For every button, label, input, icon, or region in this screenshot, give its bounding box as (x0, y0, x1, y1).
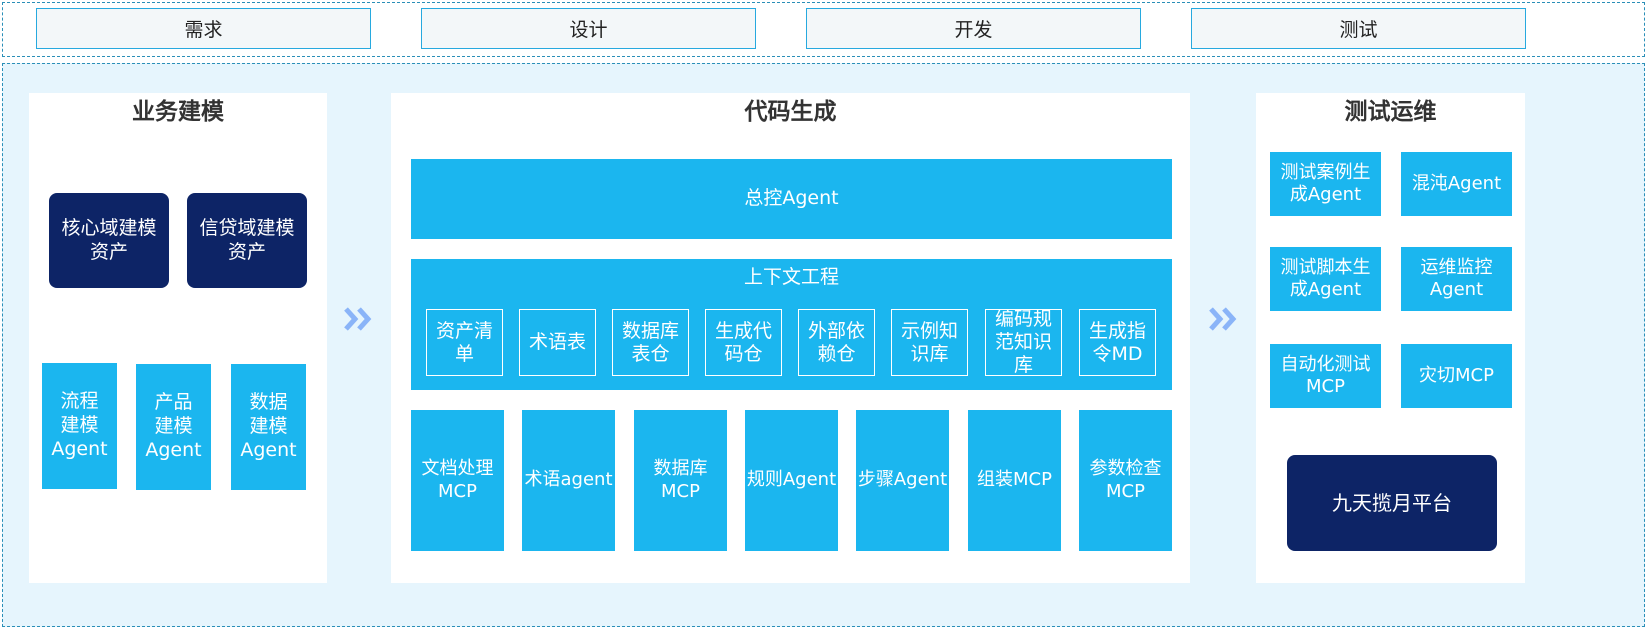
jiutian-platform: 九天揽月平台 (1287, 455, 1497, 551)
test-ops-title: 测试运维 (1344, 99, 1437, 125)
chaos-agent: 混沌Agent (1401, 152, 1512, 216)
test-script-gen-agent: 测试脚本生 成Agent (1270, 247, 1381, 311)
master-agent: 总控Agent (411, 159, 1172, 239)
double-chevron-right-icon (1205, 302, 1241, 336)
tool-assembly-mcp: 组装MCP (968, 410, 1061, 551)
tool-param-check-mcp: 参数检查 MCP (1079, 410, 1172, 551)
test-case-gen-agent: 测试案例生 成Agent (1270, 152, 1381, 216)
code-generation-title: 代码生成 (744, 99, 837, 125)
business-modeling-title: 业务建模 (132, 99, 224, 125)
context-item-external-deps-repo: 外部依 赖仓 (798, 309, 875, 376)
credit-domain-asset: 信贷域建模 资产 (187, 193, 307, 288)
process-modeling-agent: 流程 建模 Agent (42, 363, 117, 489)
product-modeling-agent: 产品 建模 Agent (136, 364, 211, 490)
tool-step-agent: 步骤Agent (856, 410, 949, 551)
context-item-db-schema-repo: 数据库 表仓 (612, 309, 689, 376)
tool-database-mcp: 数据库 MCP (634, 410, 727, 551)
context-item-asset-list: 资产清 单 (426, 309, 503, 376)
context-item-generated-code-repo: 生成代 码仓 (705, 309, 782, 376)
context-item-instruction-md: 生成指 令MD (1079, 309, 1156, 376)
phase-requirements: 需求 (36, 8, 371, 49)
context-item-example-kb: 示例知 识库 (891, 309, 968, 376)
tool-doc-processing-mcp: 文档处理 MCP (411, 410, 504, 551)
tool-glossary-agent: 术语agent (522, 410, 615, 551)
ops-monitor-agent: 运维监控 Agent (1401, 247, 1512, 311)
automation-test-mcp: 自动化测试 MCP (1270, 344, 1381, 408)
phase-development: 开发 (806, 8, 1141, 49)
business-modeling-panel (29, 93, 327, 583)
context-item-glossary: 术语表 (519, 309, 596, 376)
context-engineering-title: 上下文工程 (743, 266, 839, 289)
tool-rule-agent: 规则Agent (745, 410, 838, 551)
phase-design: 设计 (421, 8, 756, 49)
failover-mcp: 灾切MCP (1401, 344, 1512, 408)
context-item-coding-standards-kb: 编码规 范知识 库 (985, 308, 1062, 376)
data-modeling-agent: 数据 建模 Agent (231, 364, 306, 490)
double-chevron-right-icon (340, 302, 376, 336)
phase-testing: 测试 (1191, 8, 1526, 49)
core-domain-asset: 核心域建模 资产 (49, 193, 169, 288)
